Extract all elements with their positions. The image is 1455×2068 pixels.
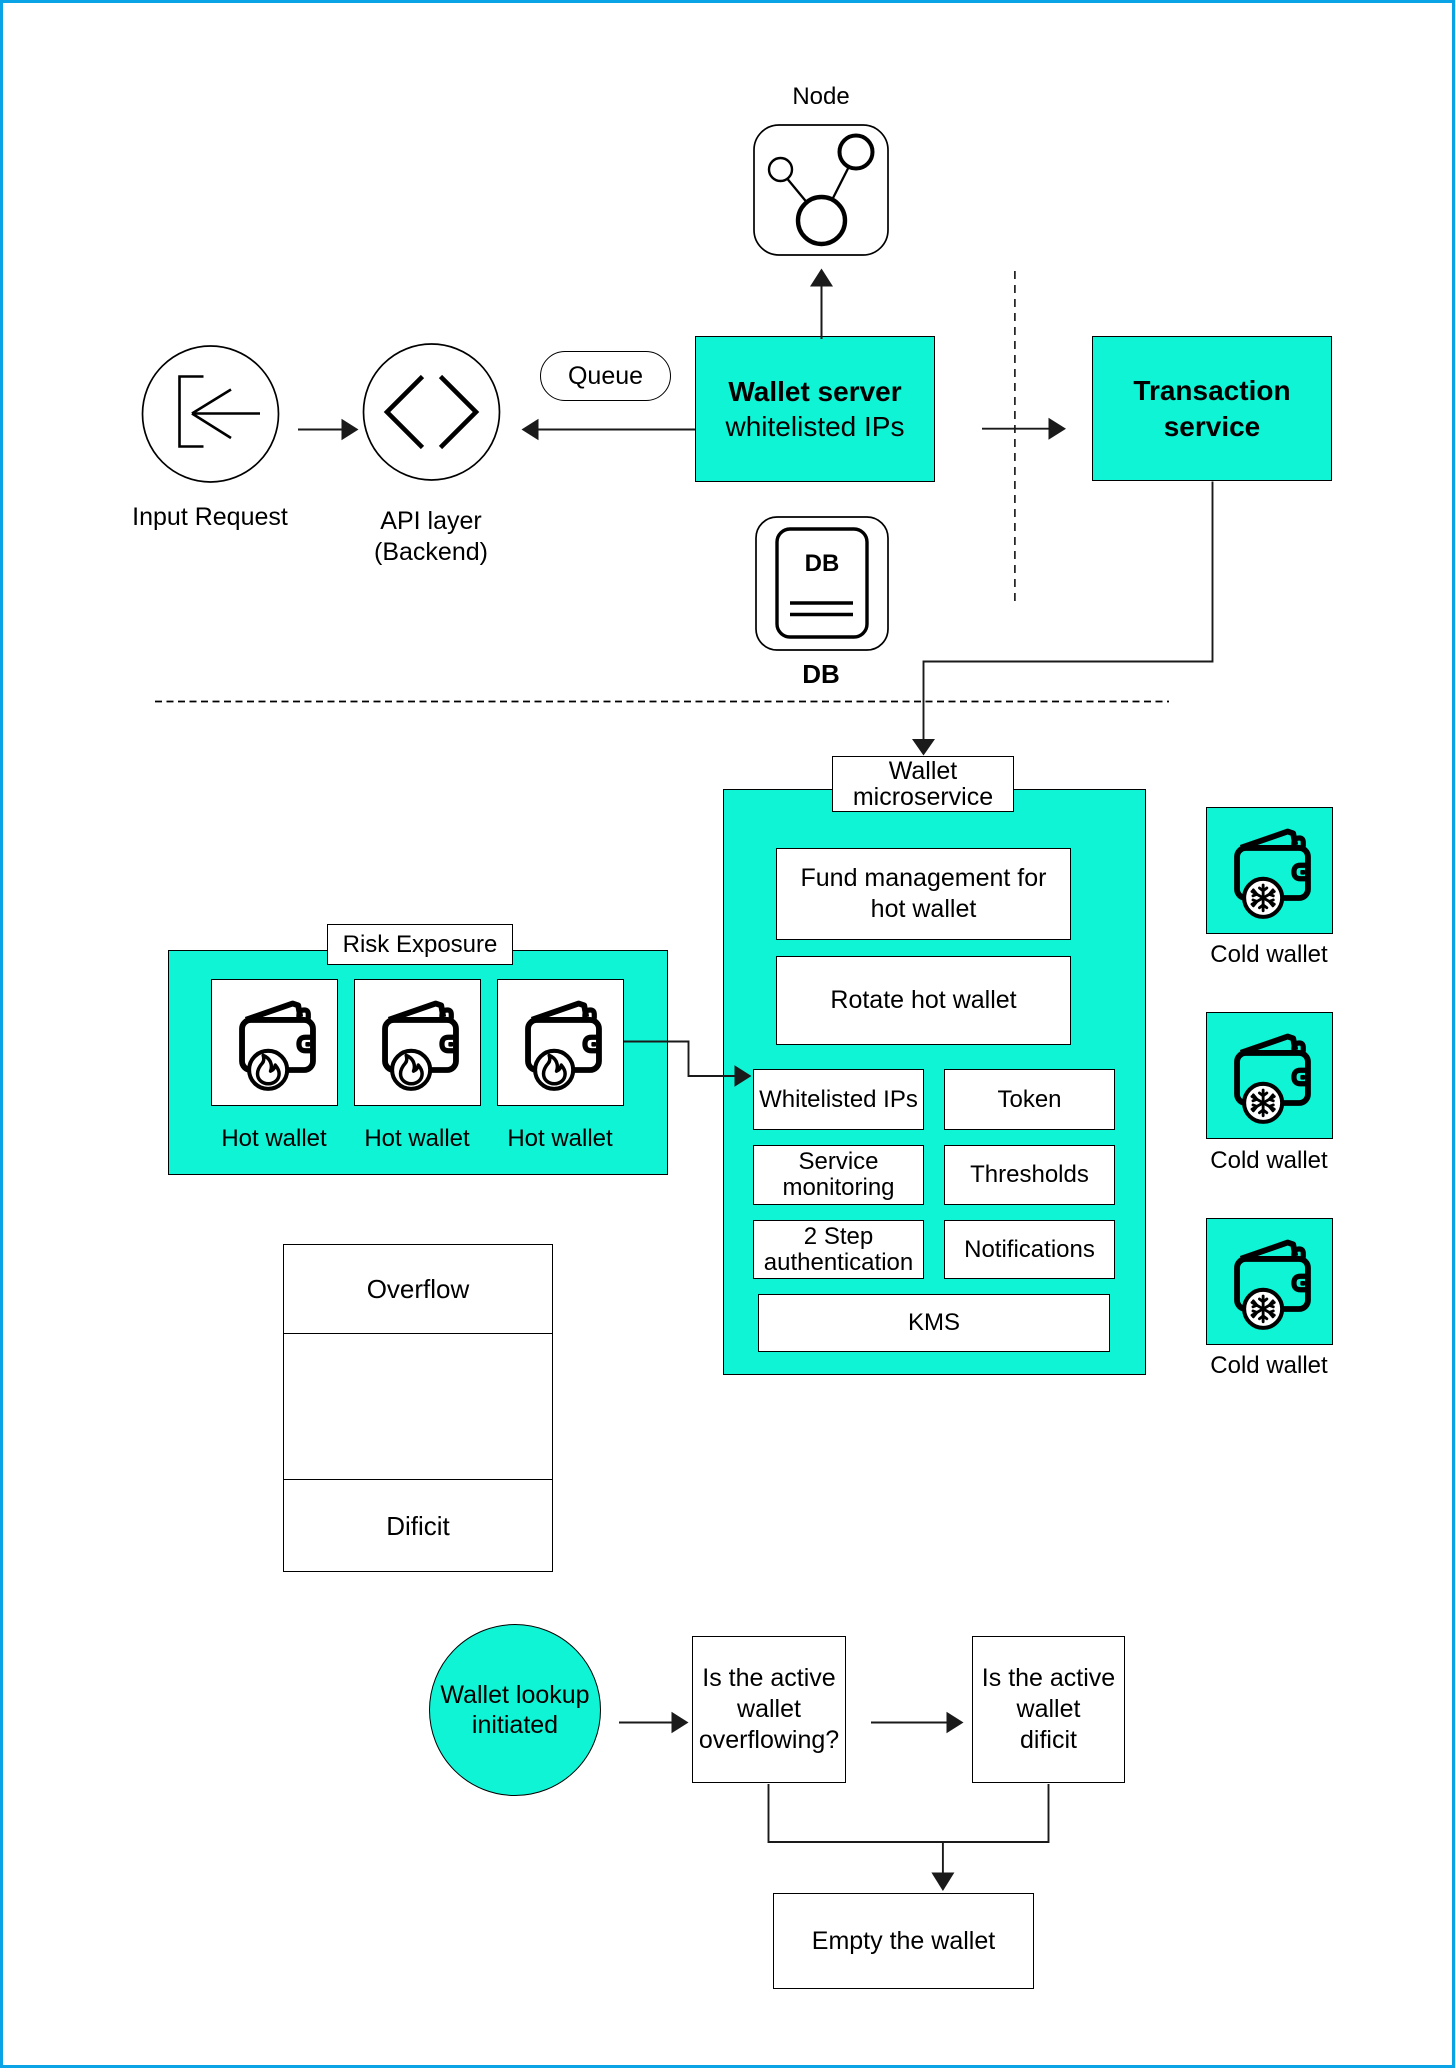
arrow-lookup-to-overflow-head xyxy=(671,1711,689,1734)
hot-wallet-box xyxy=(497,979,624,1106)
levels-table-dificit-cell: Dificit xyxy=(284,1479,552,1573)
wallet-server-title: Wallet server xyxy=(728,376,902,407)
cold-wallet-icon xyxy=(1218,818,1322,922)
input-request-label: Input Request xyxy=(132,503,288,531)
dificit-label: Dificit xyxy=(386,1510,450,1541)
connector-transaction-to-microservice xyxy=(922,481,1214,740)
node-label: Node xyxy=(792,83,850,110)
cold-wallet-box xyxy=(1206,807,1333,934)
wallet-server-box: Wallet server whitelisted IPs xyxy=(695,336,935,482)
api-layer-label: API layer (Backend) xyxy=(374,507,488,566)
hot-wallet-label: Hot wallet xyxy=(221,1125,327,1152)
empty-wallet-box: Empty the wallet xyxy=(773,1893,1034,1989)
thresholds-box: Thresholds xyxy=(944,1145,1115,1205)
arrow-input-to-api-head xyxy=(341,418,359,441)
connector-questions-merge xyxy=(767,1784,1050,1843)
arrow-transaction-to-microservice-head xyxy=(912,739,935,756)
cold-wallet-label: Cold wallet xyxy=(1210,941,1328,968)
db-icon: DB xyxy=(755,516,889,651)
dificit-question-box: Is the active wallet dificit xyxy=(972,1636,1125,1783)
queue-pill: Queue xyxy=(540,351,671,401)
db-label: DB xyxy=(802,659,840,689)
hot-wallet-box xyxy=(211,979,338,1106)
arrow-walletserver-to-api-head xyxy=(521,418,539,441)
arrow-walletserver-to-transaction-head xyxy=(1048,417,1066,440)
overflow-question-box: Is the active wallet overflowing? xyxy=(692,1636,846,1783)
hot-wallet-icon xyxy=(223,990,327,1094)
wallet-microservice-label: Wallet microservice xyxy=(832,756,1014,812)
cold-wallet-box xyxy=(1206,1218,1333,1345)
levels-table-overflow-cell: Overflow xyxy=(284,1245,552,1333)
cold-wallet-box xyxy=(1206,1012,1333,1139)
hot-wallet-label: Hot wallet xyxy=(364,1125,470,1152)
arrow-overflow-to-dificit-head xyxy=(946,1711,964,1734)
rotate-hot-wallet-box: Rotate hot wallet xyxy=(776,956,1071,1045)
cold-wallet-icon xyxy=(1218,1229,1322,1333)
cold-wallet-label: Cold wallet xyxy=(1210,1352,1328,1379)
node-icon xyxy=(753,124,889,256)
overflow-label: Overflow xyxy=(366,1273,470,1304)
hot-wallet-icon xyxy=(366,990,470,1094)
service-monitoring-box: Service monitoring xyxy=(753,1145,924,1205)
kms-box: KMS xyxy=(758,1294,1110,1352)
hot-wallet-box xyxy=(354,979,481,1106)
risk-exposure-label: Risk Exposure xyxy=(327,924,513,965)
token-box: Token xyxy=(944,1069,1115,1130)
cold-wallet-icon xyxy=(1218,1023,1322,1127)
api-layer-icon xyxy=(362,343,501,481)
two-step-auth-box: 2 Step authentication xyxy=(753,1220,924,1279)
input-request-icon xyxy=(141,345,280,483)
wallet-server-subtitle: whitelisted IPs xyxy=(725,411,905,442)
arrow-merge-to-empty-head xyxy=(931,1872,955,1891)
db-icon-text: DB xyxy=(805,550,840,577)
levels-table-divider xyxy=(284,1479,552,1480)
levels-table: Overflow Dificit xyxy=(283,1244,553,1572)
hot-wallet-label: Hot wallet xyxy=(507,1125,613,1152)
cold-wallet-label: Cold wallet xyxy=(1210,1147,1328,1174)
levels-table-divider xyxy=(284,1333,552,1334)
arrow-walletserver-to-node-head xyxy=(810,268,833,287)
queue-label: Queue xyxy=(567,361,644,390)
transaction-service-box: Transaction service xyxy=(1092,336,1332,481)
whitelisted-ips-box: Whitelisted IPs xyxy=(753,1069,924,1130)
hot-wallet-icon xyxy=(509,990,613,1094)
fund-management-box: Fund management for hot wallet xyxy=(776,848,1071,940)
wallet-lookup-circle: Wallet lookup initiated xyxy=(429,1624,601,1796)
notifications-box: Notifications xyxy=(944,1220,1115,1279)
